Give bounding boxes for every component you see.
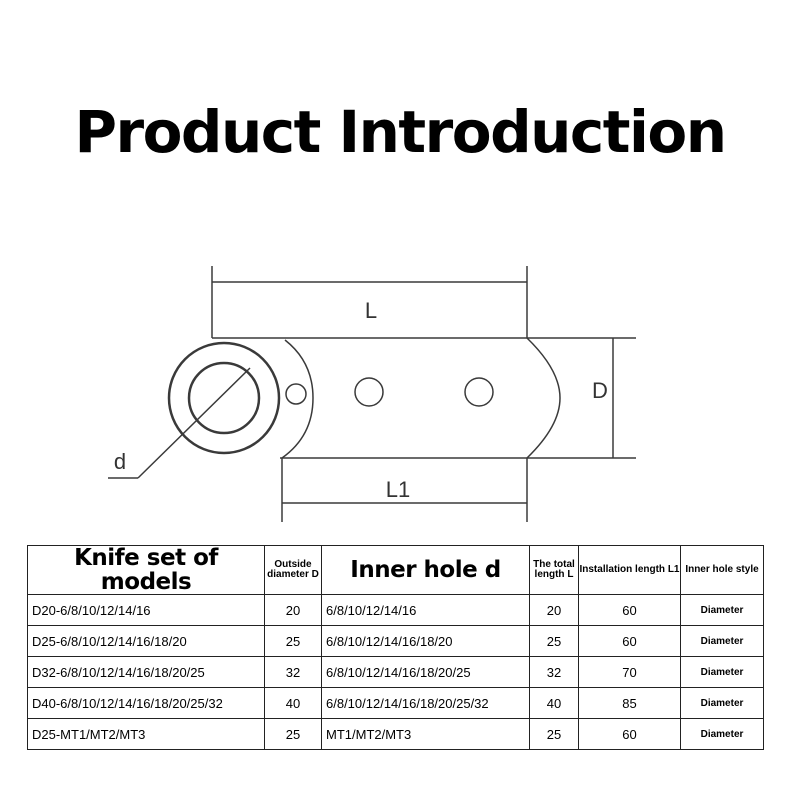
label-l1: L1 <box>386 477 410 502</box>
screw-hole-middle <box>354 377 384 407</box>
cell-hole-style: Diameter <box>680 718 764 751</box>
cell-installation-length: 60 <box>578 625 681 658</box>
cell-hole-style: Diameter <box>680 656 764 689</box>
cell-total-length: 20 <box>529 594 579 627</box>
cell-outside-diameter: 32 <box>264 656 322 689</box>
cell-inner-hole: 6/8/10/12/14/16 <box>321 594 530 627</box>
cell-installation-length: 85 <box>578 687 681 720</box>
cell-inner-hole: MT1/MT2/MT3 <box>321 718 530 751</box>
table-row: D20-6/8/10/12/14/16 20 6/8/10/12/14/16 2… <box>27 594 764 627</box>
cell-outside-diameter: 25 <box>264 625 322 658</box>
d-leader-line <box>137 367 251 479</box>
cell-hole-style: Diameter <box>680 687 764 720</box>
table-row: D40-6/8/10/12/14/16/18/20/25/32 40 6/8/1… <box>27 687 764 720</box>
cell-outside-diameter: 40 <box>264 687 322 720</box>
inner-hole-ring <box>187 361 261 435</box>
table-header-row: Knife set of models Outside diameter D I… <box>27 544 764 596</box>
cell-hole-style: Diameter <box>680 625 764 658</box>
cell-inner-hole: 6/8/10/12/14/16/18/20/25 <box>321 656 530 689</box>
cell-total-length: 25 <box>529 718 579 751</box>
header-hole-style: Inner hole style <box>680 544 764 596</box>
cell-inner-hole: 6/8/10/12/14/16/18/20 <box>321 625 530 658</box>
table-row: D25-MT1/MT2/MT3 25 MT1/MT2/MT3 25 60 Dia… <box>27 718 764 751</box>
outer-ring <box>167 341 281 455</box>
cell-total-length: 32 <box>529 656 579 689</box>
cell-total-length: 25 <box>529 625 579 658</box>
spec-table: Knife set of models Outside diameter D I… <box>27 544 764 751</box>
table-row: D25-6/8/10/12/14/16/18/20 25 6/8/10/12/1… <box>27 625 764 658</box>
label-d-outer: D <box>592 378 608 403</box>
cell-installation-length: 70 <box>578 656 681 689</box>
cell-installation-length: 60 <box>578 594 681 627</box>
cell-inner-hole: 6/8/10/12/14/16/18/20/25/32 <box>321 687 530 720</box>
header-inner-hole: Inner hole d <box>321 544 530 596</box>
label-l: L <box>365 298 377 323</box>
page-title: Product Introduction <box>74 98 727 166</box>
cell-model: D25-6/8/10/12/14/16/18/20 <box>27 625 265 658</box>
cell-model: D40-6/8/10/12/14/16/18/20/25/32 <box>27 687 265 720</box>
label-d-inner: d <box>114 449 126 474</box>
cell-outside-diameter: 20 <box>264 594 322 627</box>
cell-outside-diameter: 25 <box>264 718 322 751</box>
body-right-end <box>526 337 561 459</box>
screw-hole-small <box>285 383 307 405</box>
cell-model: D25-MT1/MT2/MT3 <box>27 718 265 751</box>
body-left-curve <box>281 339 314 459</box>
header-total-length: The total length L <box>529 544 579 596</box>
header-installation-length: Installation length L1 <box>578 544 681 596</box>
cell-model: D32-6/8/10/12/14/16/18/20/25 <box>27 656 265 689</box>
cell-installation-length: 60 <box>578 718 681 751</box>
cell-total-length: 40 <box>529 687 579 720</box>
cell-hole-style: Diameter <box>680 594 764 627</box>
header-outside-diameter: Outside diameter D <box>264 544 322 596</box>
cell-model: D20-6/8/10/12/14/16 <box>27 594 265 627</box>
screw-hole-right <box>464 377 494 407</box>
sleeve-drawing: L D d L1 <box>108 266 636 522</box>
header-model: Knife set of models <box>27 544 265 596</box>
table-row: D32-6/8/10/12/14/16/18/20/25 32 6/8/10/1… <box>27 656 764 689</box>
